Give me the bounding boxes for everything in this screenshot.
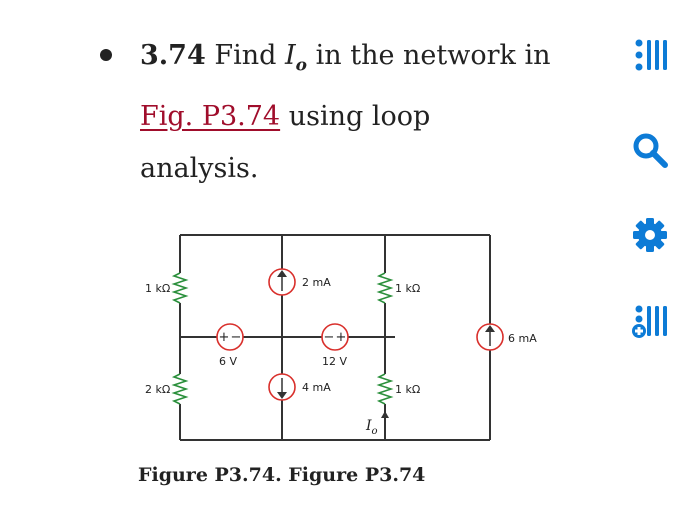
list-button[interactable] [620,25,680,85]
figure-link[interactable]: Fig. P3.74 [140,101,281,133]
bullet-point [100,49,112,61]
label-6v: 6 V [219,355,237,368]
search-button[interactable] [620,120,680,180]
vsrc-left-plus: + [219,330,230,345]
problem-text-2: in the network in [315,40,551,71]
resistor-top-left [171,272,189,304]
settings-button[interactable] [620,205,680,265]
circuit-diagram: + − − + Io 1 kΩ 2 kΩ 2 mA 4 mA 6 V 12 V … [145,234,537,441]
current-source-4ma [268,373,296,401]
problem-statement: 3.74 Find Io in the network in Fig. P3.7… [100,30,570,195]
variable-letter: I [285,40,296,71]
list-icon [635,39,667,71]
label-r-top-left: 1 kΩ [145,282,170,295]
voltage-source-12v: − + [321,323,349,351]
problem-text-1: Find [214,40,277,71]
circuit-wires [179,234,491,441]
problem-number: 3.74 [140,40,206,71]
label-4ma: 4 mA [302,381,331,394]
label-2ma: 2 mA [302,276,331,289]
io-label: I [365,418,372,434]
label-r-bottom-left: 2 kΩ [145,383,170,396]
vsrc-right-minus: − [324,330,335,345]
current-source-2ma [268,268,296,296]
add-list-icon [632,305,667,338]
label-r-top-right: 1 kΩ [395,282,420,295]
vsrc-right-plus: + [336,330,347,345]
problem-text-3: using loop [288,101,431,133]
figure-caption: Figure P3.74. Figure P3.74 [138,464,426,486]
vsrc-left-minus: − [231,330,242,345]
resistor-top-right [376,272,394,304]
current-io-arrow: Io [365,411,389,437]
variable-io: Io [285,40,307,75]
label-12v: 12 V [322,355,347,368]
current-source-6ma [476,323,504,351]
variable-subscript: o [295,55,308,76]
io-subscript: o [372,426,378,437]
resistor-bottom-right [376,373,394,405]
problem-text-4: analysis. [140,153,259,185]
search-icon [633,133,668,168]
voltage-source-6v: + − [216,323,244,351]
problem-text: 3.74 Find Io in the network in Fig. P3.7… [140,30,570,195]
add-to-list-button[interactable] [620,292,680,352]
resistor-bottom-left [171,373,189,405]
gear-icon [633,218,667,252]
label-6ma: 6 mA [508,332,537,345]
svg-text:Io: Io [365,418,378,437]
label-r-bottom-right: 1 kΩ [395,383,420,396]
